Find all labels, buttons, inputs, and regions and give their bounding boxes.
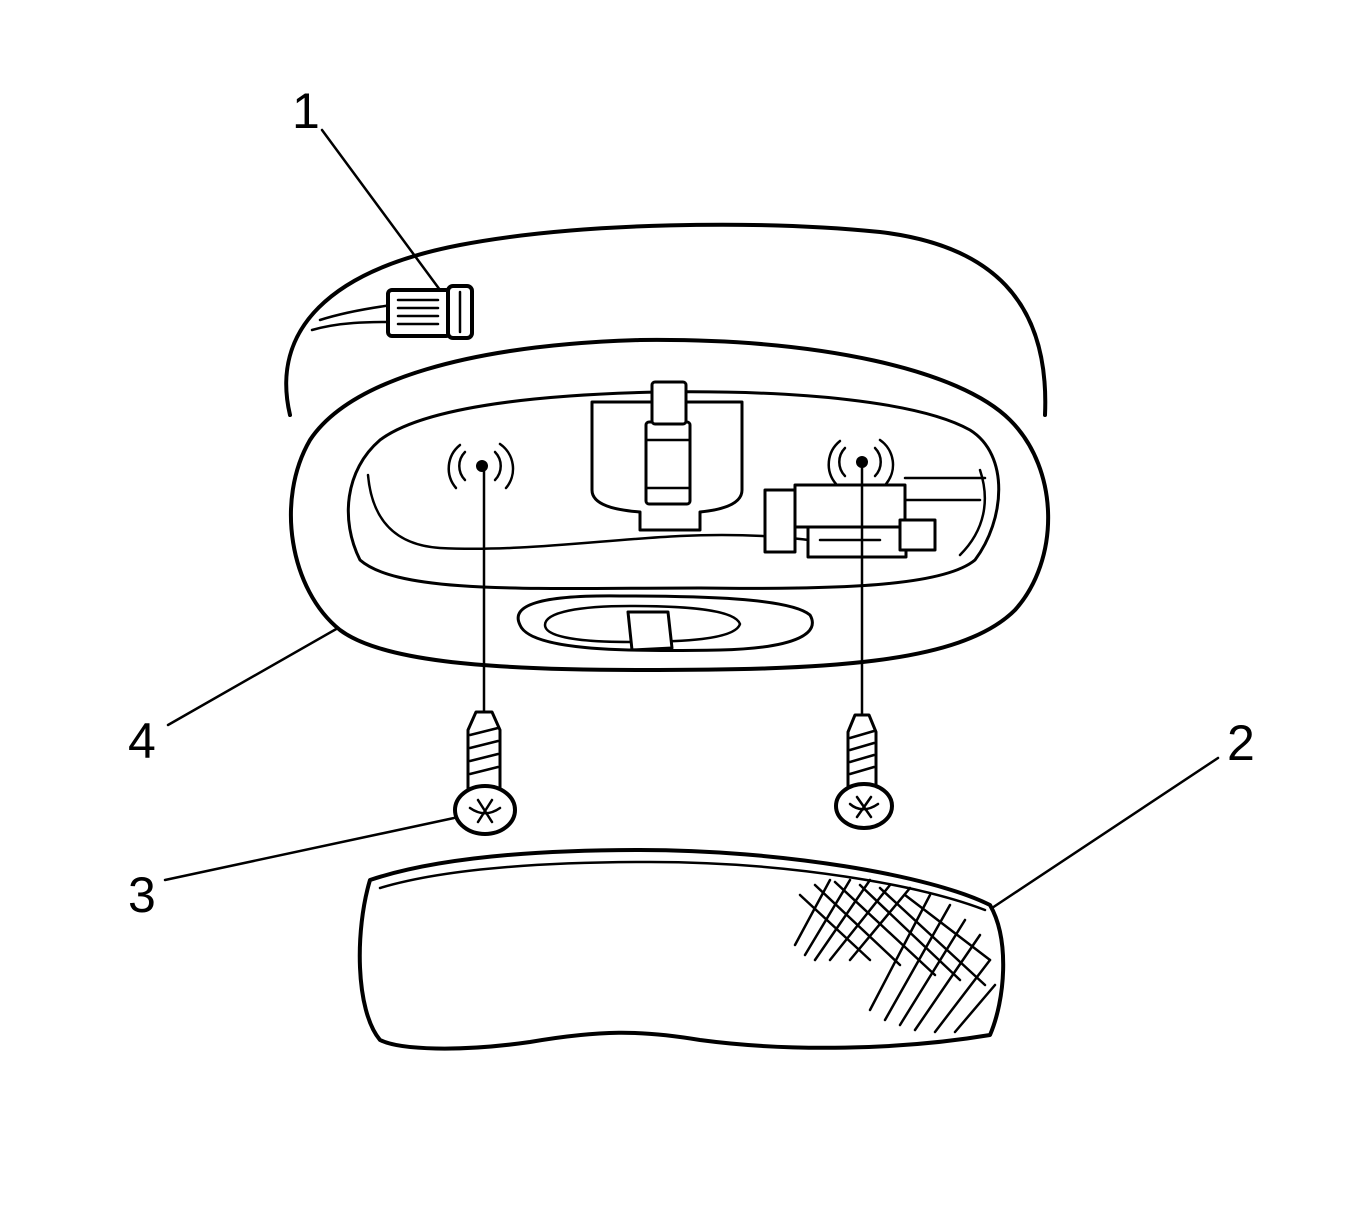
screw-boss-left — [447, 442, 515, 490]
screw-left — [453, 468, 517, 836]
leader-lines — [163, 128, 1220, 910]
leader-4 — [166, 626, 340, 727]
callout-4: 4 — [128, 713, 156, 769]
screw-boss-right — [827, 438, 895, 486]
headliner-opening — [284, 222, 1048, 417]
dome-lamp-housing — [289, 337, 1051, 672]
bulb-socket — [590, 380, 744, 532]
leader-2 — [990, 756, 1220, 910]
electrical-connector — [310, 284, 474, 340]
screw-right — [834, 464, 894, 830]
lens-texture-hatch — [793, 878, 997, 1034]
callout-2: 2 — [1227, 715, 1255, 771]
dome-lamp-lens — [357, 848, 1006, 1051]
callout-1: 1 — [292, 83, 320, 139]
leader-3 — [163, 816, 456, 882]
lamp-slide-switch — [516, 594, 814, 653]
callout-3: 3 — [128, 867, 156, 923]
leader-1 — [320, 128, 442, 292]
terminal-block — [763, 476, 987, 559]
